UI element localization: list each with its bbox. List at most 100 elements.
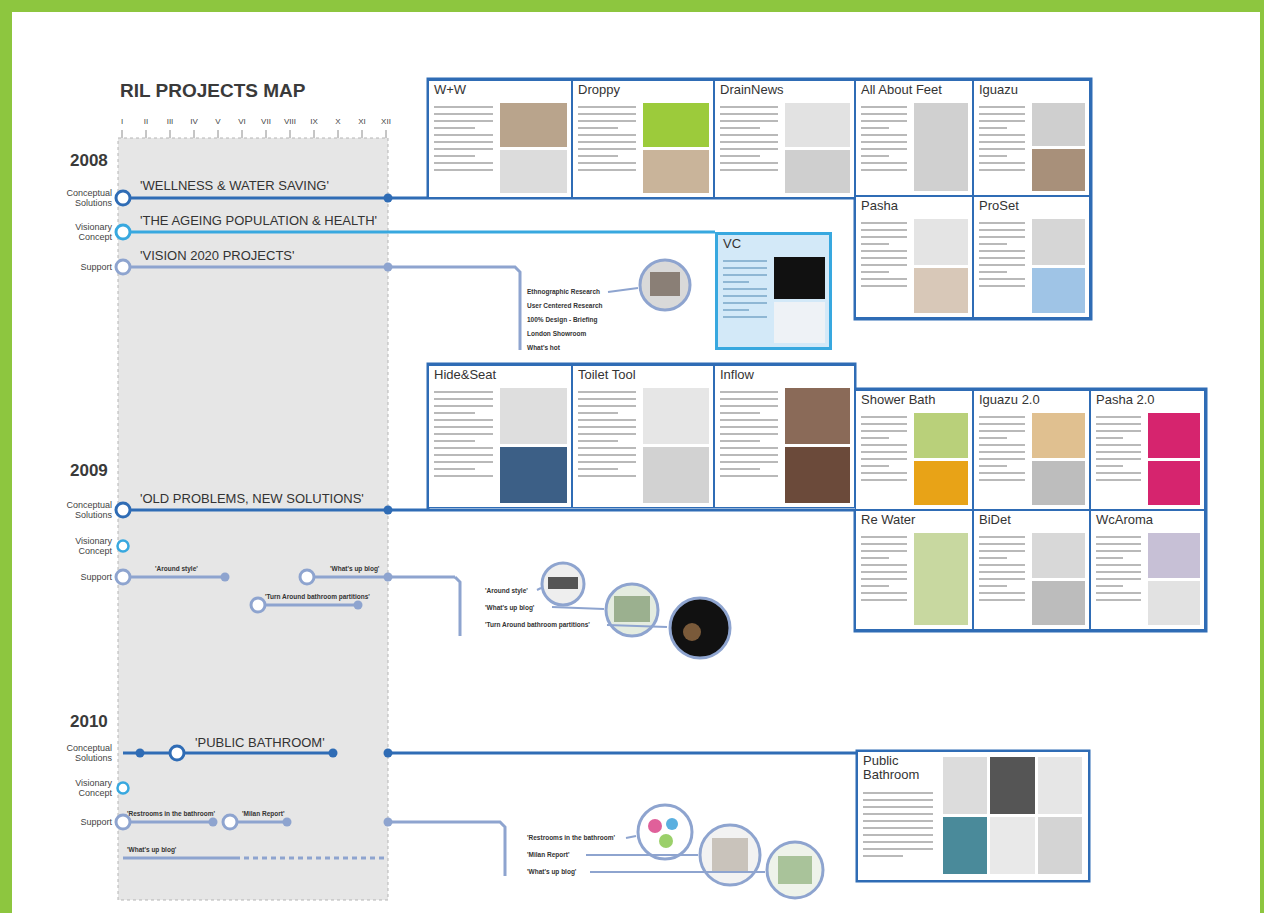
map-title: RIL PROJECTS MAP (120, 80, 305, 102)
body-text-lines (861, 550, 907, 552)
body-text-lines (720, 412, 760, 414)
photo (500, 103, 567, 147)
project-title: W+W (429, 81, 571, 99)
body-text-lines (723, 274, 767, 276)
photo (1148, 581, 1200, 626)
body-text-lines (434, 398, 493, 400)
body-text-lines (578, 113, 636, 115)
body-text-lines (723, 316, 767, 318)
month-numeral: XII (381, 117, 391, 126)
body-text-lines (1096, 465, 1123, 467)
support-item: 'Around style' (485, 587, 528, 594)
leader-line (626, 836, 636, 838)
project-title: Inflow (715, 366, 854, 384)
body-text-lines (720, 155, 760, 157)
body-text-lines (578, 461, 636, 463)
photo (1032, 461, 1085, 506)
body-text-lines (979, 564, 1025, 566)
body-text-lines (979, 278, 1025, 280)
body-text-lines (979, 106, 1025, 108)
start-circle (300, 570, 314, 584)
photo (1148, 461, 1200, 506)
support-item: 'Milan Report' (242, 810, 284, 817)
photo (943, 817, 987, 874)
body-text-lines (861, 243, 889, 245)
body-text-lines (578, 398, 636, 400)
project-box: Shower Bath (855, 390, 973, 510)
body-text-lines (1096, 479, 1141, 481)
end-dot (384, 506, 393, 515)
body-text-lines (863, 806, 933, 808)
month-numeral: V (215, 117, 220, 126)
project-box: DrainNews (714, 80, 855, 198)
body-text-lines (979, 557, 1007, 559)
body-text-lines (861, 423, 907, 425)
photo (914, 533, 968, 625)
project-box: BiDet (973, 510, 1090, 630)
body-text-lines (723, 295, 767, 297)
timeline-line (230, 821, 287, 824)
thumbnail-circle (767, 842, 823, 898)
project-box: Public Bathroom (858, 752, 1088, 880)
body-text-lines (578, 447, 636, 449)
project-box: Re Water (855, 510, 973, 630)
project-title: Hide&Seat (429, 366, 571, 384)
timeline-line (123, 857, 235, 860)
body-text-lines (861, 285, 907, 287)
body-text-lines (863, 855, 903, 857)
body-text-lines (1096, 550, 1141, 552)
project-title: DrainNews (715, 81, 854, 99)
body-text-lines (979, 416, 1025, 418)
start-circle (116, 503, 130, 517)
month-numeral: VIII (284, 117, 296, 126)
body-text-lines (979, 148, 1025, 150)
photo (914, 413, 968, 458)
body-text-lines (434, 475, 493, 477)
photo (1032, 219, 1085, 265)
project-box: Inflow (714, 365, 855, 508)
photo (914, 219, 968, 265)
body-text-lines (578, 426, 636, 428)
body-text-lines (434, 419, 493, 421)
photo (1032, 413, 1085, 458)
project-box: Iguazu (973, 80, 1090, 196)
project-title: Iguazu (974, 81, 1089, 99)
body-text-lines (1096, 437, 1123, 439)
photo (643, 150, 709, 194)
body-text-lines (979, 437, 1007, 439)
end-dot (283, 818, 292, 827)
body-text-lines (863, 820, 933, 822)
photo (1148, 533, 1200, 578)
support-item: 'Restrooms in the bathroom' (127, 810, 215, 817)
timeline-line (123, 509, 855, 512)
body-text-lines (861, 430, 907, 432)
year-label: 2010 (70, 712, 108, 732)
body-text-lines (979, 155, 1007, 157)
body-text-lines (979, 169, 1025, 171)
body-text-lines (861, 127, 889, 129)
body-text-lines (723, 288, 767, 290)
body-text-lines (861, 120, 907, 122)
body-text-lines (578, 405, 636, 407)
visionary-box: VC (715, 232, 832, 350)
thumbnail-photo (614, 596, 650, 622)
start-circle (223, 815, 237, 829)
thumbnail-circle (638, 805, 692, 859)
body-text-lines (1096, 451, 1141, 453)
month-ticks (122, 130, 386, 138)
thumbnail-photo (650, 272, 680, 296)
body-text-lines (720, 391, 778, 393)
body-text-lines (434, 169, 493, 171)
body-text-lines (720, 106, 778, 108)
body-text-lines (979, 465, 1007, 467)
body-text-lines (861, 479, 907, 481)
body-text-lines (1096, 571, 1141, 573)
photo (1032, 581, 1085, 626)
photo (785, 447, 850, 503)
body-text-lines (578, 391, 636, 393)
body-text-lines (578, 412, 618, 414)
body-text-lines (861, 437, 889, 439)
photo (643, 388, 709, 444)
body-text-lines (720, 419, 778, 421)
body-text-lines (723, 309, 749, 311)
